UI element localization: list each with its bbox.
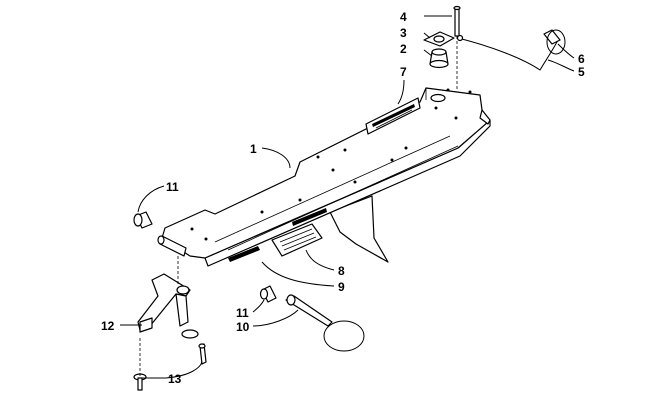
release-pin-10 [285,294,365,352]
screw-13 [198,343,207,365]
cap-3 [423,31,455,47]
callouts: 1 2 3 4 5 6 7 8 9 10 11 11 12 13 [101,10,585,386]
clip-6 [543,29,566,55]
callout-5: 5 [578,65,585,79]
callout-2: 2 [400,42,407,56]
callout-11-upper: 11 [166,180,179,194]
washer-13 [133,338,147,391]
main-plate [161,87,491,267]
callout-12: 12 [101,319,115,333]
hinge-bracket-12 [137,256,191,333]
pin-4 [453,5,461,90]
callout-6: 6 [578,52,585,66]
callout-10: 10 [236,320,250,334]
callout-13: 13 [168,372,182,386]
decal-8 [271,223,323,257]
leader-lines [120,15,575,379]
bushing-11-lower [259,285,277,303]
hinge-tube [157,235,187,257]
callout-3: 3 [400,26,407,40]
callout-7: 7 [400,65,407,79]
decal-7 [365,97,421,135]
washer [181,329,199,339]
callout-9: 9 [338,280,345,294]
callout-1: 1 [250,142,257,156]
callout-8: 8 [338,264,345,278]
bushing-11-upper [133,211,153,229]
cable-5 [456,34,559,71]
callout-11-lower: 11 [236,306,249,320]
grommet-2 [429,48,449,69]
decal-9 [228,208,327,262]
callout-4: 4 [400,10,407,24]
